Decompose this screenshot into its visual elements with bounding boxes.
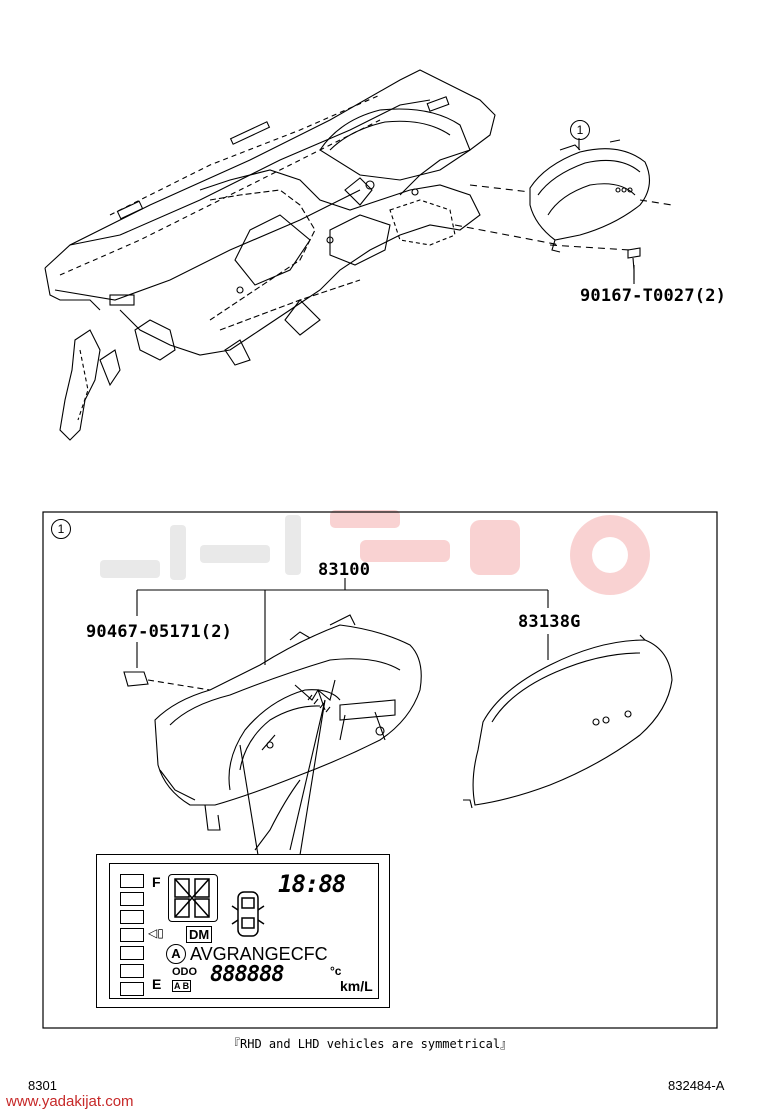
symmetry-note: 『RHD and LHD vehicles are symmetrical』: [228, 1037, 513, 1051]
dm-label: DM: [186, 926, 213, 943]
unit-kml: km/L: [340, 978, 373, 994]
fuel-gauge: [120, 874, 146, 996]
page-code: 8301: [28, 1078, 57, 1093]
fuel-pump-icon: ◁▯: [148, 926, 164, 940]
clock-display: 18:88: [278, 870, 346, 898]
watermark-url[interactable]: www.yadakijat.com: [6, 1093, 134, 1110]
mode-line: AVGRANGECFC: [190, 944, 328, 964]
callout-1-detail: 1: [51, 519, 71, 539]
unit-celsius: °c: [330, 964, 342, 978]
part-number-90467[interactable]: 90467-05171(2): [86, 622, 233, 642]
odo-label: ODO: [172, 966, 198, 978]
car-door-icon: [231, 891, 265, 937]
part-number-83100[interactable]: 83100: [318, 560, 371, 580]
callout-1-top: 1: [570, 120, 590, 140]
lcd-panel: F E ◁▯ DM 18:88 A AVGRANGECFC ODO A B 88…: [109, 863, 379, 999]
dashboard-illustration: [44, 69, 673, 441]
mode-badge: A: [166, 944, 186, 964]
illustration-code: 832484-A: [668, 1078, 725, 1093]
shift-indicator: [168, 874, 218, 922]
fuel-full-label: F: [152, 874, 161, 890]
watermark-logo: [100, 510, 650, 595]
fuel-empty-label: E: [152, 976, 162, 992]
lcd-display: F E ◁▯ DM 18:88 A AVGRANGECFC ODO A B 88…: [96, 854, 390, 1008]
odometer-digits: 888888: [210, 962, 284, 987]
part-number-83138g[interactable]: 83138G: [518, 612, 581, 632]
trip-label: A B: [172, 980, 192, 992]
part-number-90167[interactable]: 90167-T0027(2): [580, 286, 727, 306]
